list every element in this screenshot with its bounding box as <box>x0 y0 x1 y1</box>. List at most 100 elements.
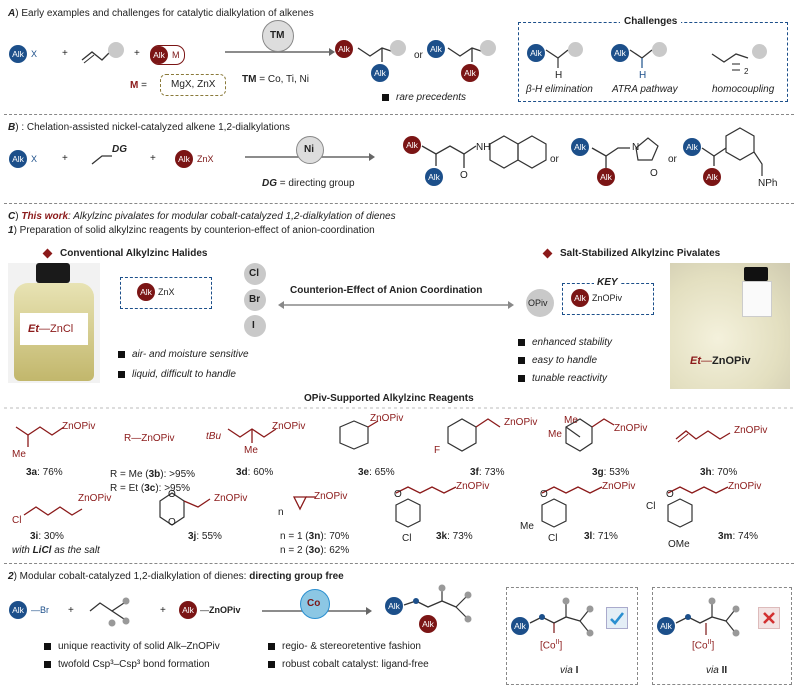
counterion-title: Counterion-Effect of Anion Coordination <box>290 285 483 296</box>
double-arrow <box>278 301 514 309</box>
b-product-2-n: N <box>632 142 640 153</box>
diamond-bullet <box>42 248 53 259</box>
plus-sign: + <box>62 48 68 59</box>
reagent-3k-yield: 3k: 73% <box>436 531 473 542</box>
reagent-3l-yield: 3l: 71% <box>584 531 618 542</box>
reagent-3f-f: F <box>434 445 441 456</box>
or-label: or <box>550 154 559 165</box>
conv-bullet-1: air- and moisture sensitive <box>132 349 249 360</box>
step-1-title: 1) Preparation of solid alkylzinc reagen… <box>8 225 375 236</box>
plus-sign: + <box>134 48 140 59</box>
challenge-1-substituent <box>568 42 583 57</box>
salt-stabilized-title: Salt-Stabilized Alkylzinc Pivalates <box>560 248 721 259</box>
b-product-2-alk-red: Alk <box>597 168 615 186</box>
product-alk-red: Alk <box>419 615 437 633</box>
challenge-3-label: homocoupling <box>712 84 775 95</box>
reagents-title: OPiv-Supported Alkylzinc Reagents <box>304 393 474 404</box>
reagent-3d-me: Me <box>244 445 258 456</box>
b-product-1-structure <box>421 135 547 169</box>
plus-sign: + <box>150 153 156 164</box>
reagent-3g-me-2: Me <box>548 429 562 440</box>
bullet-square <box>44 643 51 650</box>
reagent-3m-structure <box>667 486 729 528</box>
salt-bullet-3: tunable reactivity <box>532 373 608 384</box>
b-product-1-alk-blue: Alk <box>425 168 443 186</box>
reagent-3f-structure <box>447 418 501 452</box>
powder-label: Et—ZnOPiv <box>690 355 751 367</box>
reagent-3f-yield: 3f: 73% <box>470 467 505 478</box>
reagent-3g-me-1: Me <box>564 415 578 426</box>
reagent-3a-znopiv: ZnOPiv <box>62 421 96 432</box>
reagent-3o: n = 2 (3o): 62% <box>280 545 350 556</box>
reagent-3j-o-2: O <box>168 517 176 528</box>
or-label: or <box>414 50 423 61</box>
dg-label: DG <box>112 144 127 155</box>
reagent-3m-yield: 3m: 74% <box>718 531 759 542</box>
dg-definition: DG = directing group <box>262 178 355 189</box>
reagent-3m-cl: Cl <box>646 501 656 512</box>
intermediate-i-box <box>506 587 638 685</box>
co-catalyst-icon: Co <box>300 589 330 619</box>
reagent-3l-znopiv: ZnOPiv <box>602 481 636 492</box>
reagent-3k-cl: Cl <box>402 533 412 544</box>
intermediate-i-label: via I <box>560 665 579 676</box>
panel-c-title: C) This work: Alkylzinc pivalates for mo… <box>8 211 396 222</box>
alk-znopiv-reagent: Alk—ZnOPiv <box>179 601 241 619</box>
challenge-3-structure <box>711 53 749 71</box>
ni-catalyst-icon: Ni <box>296 136 324 164</box>
reagent-3j-znopiv: ZnOPiv <box>214 493 248 504</box>
bullet-square <box>118 371 125 378</box>
reagent-3i-note: with LiCl as the salt <box>12 545 100 556</box>
reagent-3m-o: O <box>666 489 674 500</box>
bullet-square <box>268 643 275 650</box>
reagent-3d-structure <box>227 428 277 443</box>
bullet-square <box>518 357 525 364</box>
tm-values: TM = Co, Ti, Ni <box>242 74 309 85</box>
intermediate-ii-alk: Alk <box>657 617 675 635</box>
step-2-bullet-2: twofold Csp³–Csp³ bond formation <box>58 659 210 670</box>
divider-c1-c2 <box>4 563 794 564</box>
panel-a: A) Early examples and challenges for cat… <box>0 0 798 113</box>
product-2-alk-red: Alk <box>461 64 479 82</box>
reagent-3a-me: Me <box>12 449 26 460</box>
challenge-1-h: H <box>555 70 563 81</box>
reagent-3c: R = Et (3c): >95% <box>110 483 191 494</box>
intermediate-i-co: [CoII] <box>540 639 563 652</box>
ethylzinc-chloride-bottle-photo: Et—ZnCl <box>8 263 100 383</box>
reagent-3d-yield: 3d: 60% <box>236 467 274 478</box>
challenge-1-structure <box>545 49 569 68</box>
reagent-3e-yield: 3e: 65% <box>358 467 395 478</box>
reagent-3n-znopiv: ZnOPiv <box>314 491 348 502</box>
rare-precedents: rare precedents <box>396 92 467 103</box>
challenge-2-structure <box>629 49 653 68</box>
reagent-3l-me: Me <box>520 521 534 532</box>
conventional-title: Conventional Alkylzinc Halides <box>60 248 208 259</box>
panel-b: B) : Chelation-assisted nickel-catalyzed… <box>0 116 798 202</box>
reagent-3g-znopiv: ZnOPiv <box>614 423 648 434</box>
intermediate-ii-co: [CoII] <box>692 639 715 652</box>
generic-substituent <box>108 42 124 58</box>
b-product-3-alk-red: Alk <box>703 168 721 186</box>
reagent-3e-structure <box>339 420 379 450</box>
reagent-3m-znopiv: ZnOPiv <box>728 481 762 492</box>
product-2-alk-blue: Alk <box>427 40 445 58</box>
b-product-2-o: O <box>650 168 658 179</box>
halide-br: Br <box>244 289 266 311</box>
cross-icon <box>758 607 780 629</box>
check-icon <box>606 607 628 629</box>
reagent-3l-cl: Cl <box>548 533 558 544</box>
m-options-box: MgX, ZnX <box>160 74 227 96</box>
b-product-3-nph: NPh <box>758 178 778 189</box>
intermediate-i-alk: Alk <box>511 617 529 635</box>
reagent-3n: n = 1 (3n): 70% <box>280 531 350 542</box>
alkene-dg-structure <box>91 155 112 165</box>
product-1-alk-red: Alk <box>335 40 353 58</box>
reagent-3j-yield: 3j: 55% <box>188 531 222 542</box>
b-product-2-structure <box>591 137 659 168</box>
divider-b-c <box>4 203 794 204</box>
reagent-3i-structure <box>23 506 83 516</box>
